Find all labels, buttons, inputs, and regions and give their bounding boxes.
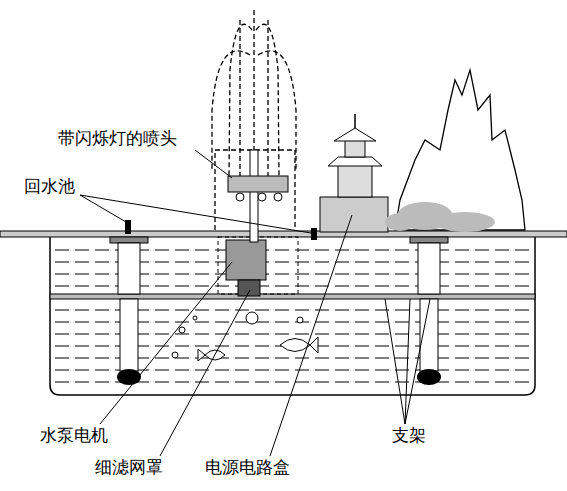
part-label: 细滤网罩 [95,457,163,477]
support-column [418,243,440,294]
water-tank [50,237,535,395]
bubble [246,312,258,324]
flash-light [274,193,282,201]
leader-line [270,215,352,456]
part-label: 支架 [392,425,426,445]
flange [110,237,148,243]
pagoda-spire [354,114,356,128]
spray-jet [258,51,296,170]
fish [198,349,225,361]
flange [410,237,448,243]
bubble [179,327,185,333]
bubble [172,352,178,358]
part-label: 回水池 [24,176,75,196]
flash-light [258,193,266,201]
part-label: 带闪烁灯的喷头 [58,128,177,148]
pagoda-roof [328,157,382,166]
shrub [435,212,495,232]
leader-line [405,299,430,424]
pump-motor [238,280,260,296]
leader-line [195,150,232,178]
leader-line [100,262,232,424]
support-column [118,243,140,294]
deck [0,231,567,237]
spray-jet [267,20,268,176]
leader-line [160,290,250,456]
pagoda-body [345,140,365,157]
leader-line [385,299,405,424]
support-foot [117,369,141,385]
pagoda-body [338,165,372,197]
spray-jet [212,51,250,170]
rockery [395,70,525,230]
leader-line [80,195,311,233]
support-foot [417,369,441,385]
power-box [320,197,388,232]
return-drain [311,228,317,240]
platform [50,294,535,299]
part-label: 电源电路盒 [205,457,290,477]
support-column [120,299,138,371]
bubble [193,316,197,320]
pagoda-roof [334,128,376,141]
bubble [297,317,303,323]
pump-housing [226,240,266,280]
shrub [385,213,415,231]
flash-light [236,193,244,201]
pipe [250,150,258,242]
fish [280,337,318,353]
bubbles [172,312,303,358]
part-label: 水泵电机 [40,425,108,445]
leader-lines [80,150,430,456]
nozzle [228,176,288,192]
spray-jet [239,20,240,176]
